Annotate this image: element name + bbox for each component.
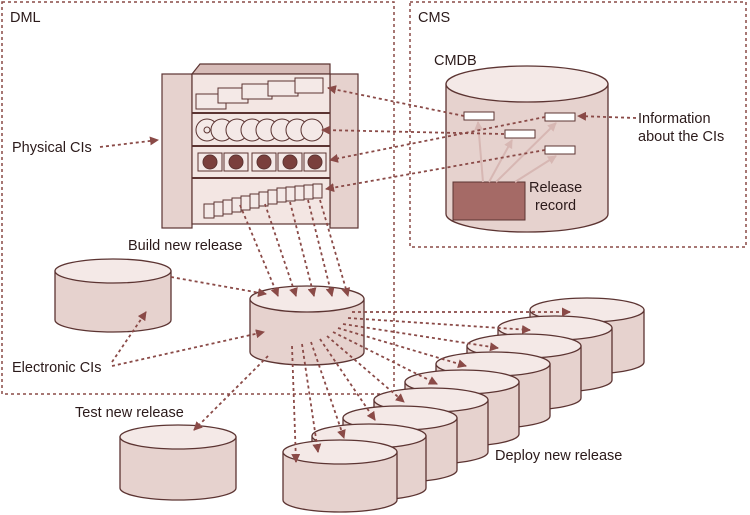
info-label-1: Information — [638, 111, 711, 127]
cms-label: CMS — [418, 10, 450, 26]
deploy-cylinders — [282, 297, 645, 513]
ci-record-3 — [504, 129, 536, 139]
release-record-label-2: record — [535, 198, 576, 214]
ci-record-2 — [544, 112, 576, 122]
electronic-ci-cylinder — [54, 258, 172, 333]
cmdb-cylinder — [445, 65, 609, 233]
release-record-label-1: Release — [529, 180, 582, 196]
dml-label: DML — [10, 10, 41, 26]
ci-record-1 — [463, 111, 495, 121]
physical-cis-label: Physical CIs — [12, 140, 92, 156]
cms-boundary — [409, 1, 747, 248]
test-release-cylinder — [119, 424, 237, 501]
physical-ci-cabinet — [161, 63, 359, 229]
cmdb-label: CMDB — [434, 53, 477, 69]
electronic-cis-label: Electronic CIs — [12, 360, 101, 376]
build-new-release-label: Build new release — [128, 238, 242, 254]
deploy-new-release-label: Deploy new release — [495, 448, 622, 464]
release-record-block — [452, 181, 526, 221]
info-label-2: about the CIs — [638, 129, 724, 145]
ci-record-4 — [544, 145, 576, 155]
test-new-release-label: Test new release — [75, 405, 184, 421]
dml-boundary — [1, 1, 395, 395]
